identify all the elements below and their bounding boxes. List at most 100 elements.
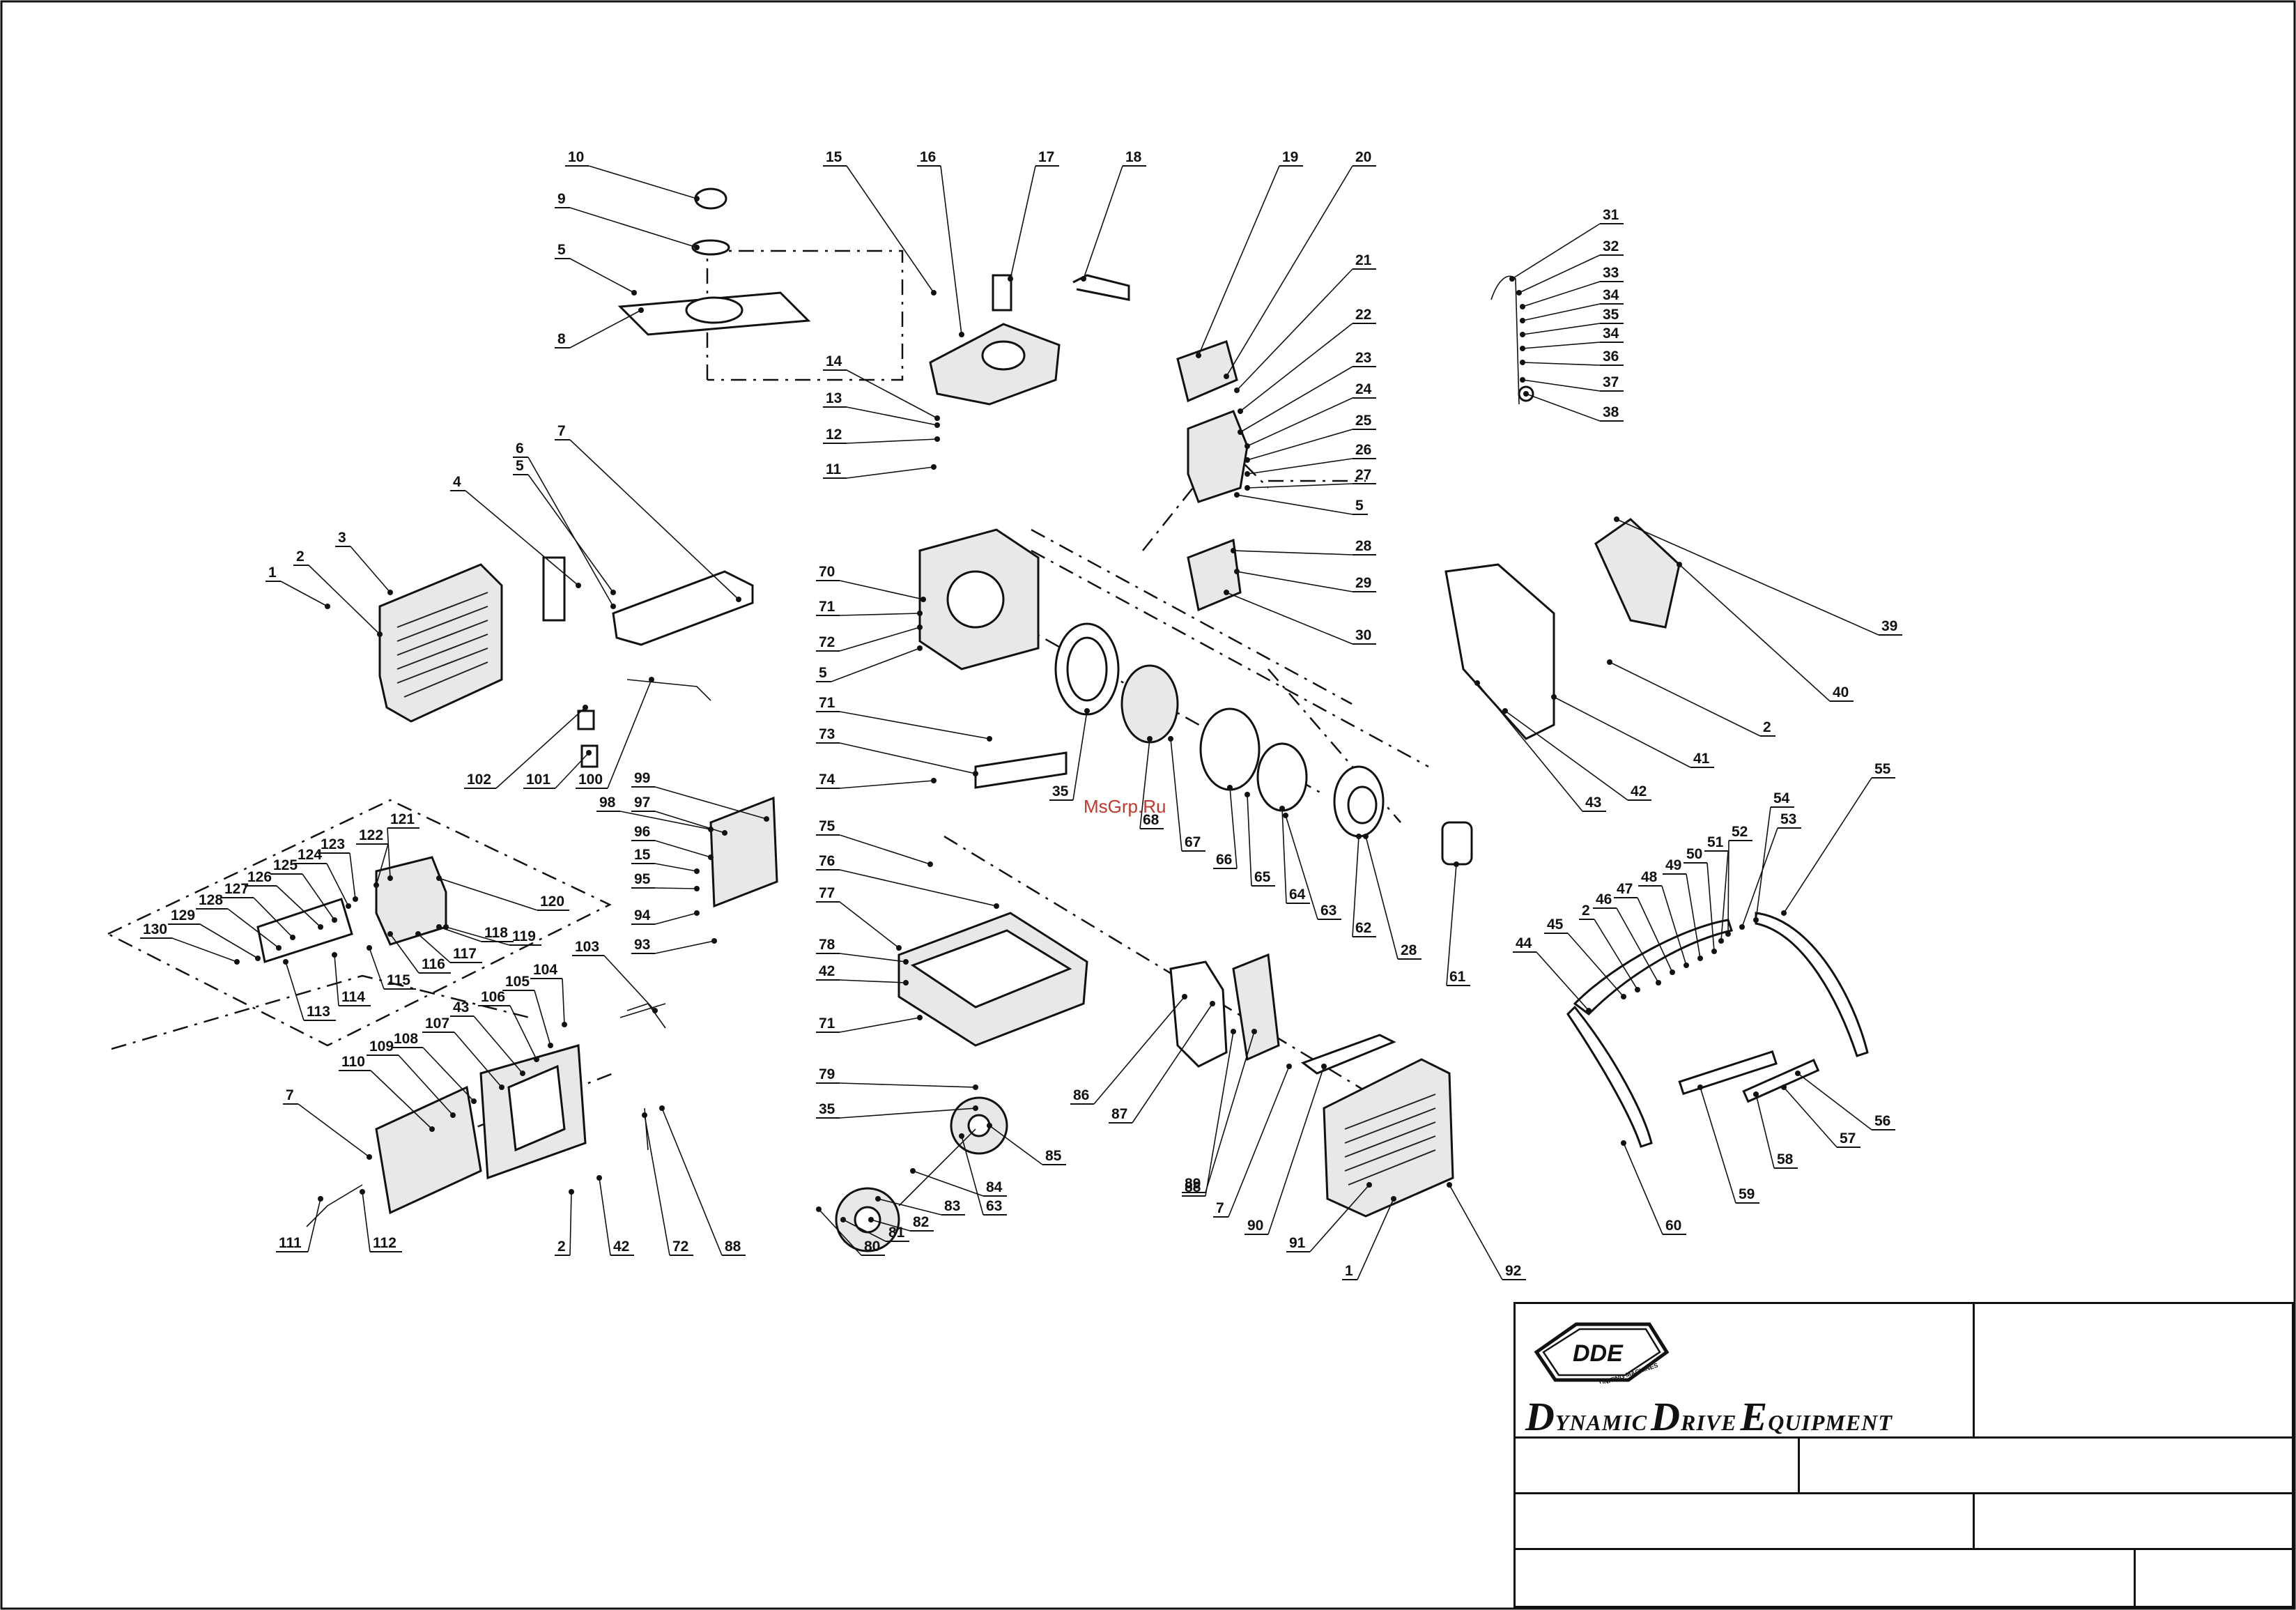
callout-leader [846,406,938,426]
callout-number: 11 [826,461,842,477]
callout-number: 70 [819,564,835,580]
callout-leader [839,834,931,865]
callout-target-dot [1502,708,1508,714]
callout-number: 119 [512,928,536,944]
callout-number: 126 [247,869,272,885]
callout-leader [390,933,419,974]
callout-number: 42 [613,1239,629,1255]
callout-72: 72 [642,1112,693,1256]
callout-89: 89 [1182,1029,1257,1193]
callout-number: 57 [1840,1130,1856,1147]
callout-number: 100 [578,772,603,788]
callout-123: 123 [318,836,358,902]
callout-leader [654,863,698,872]
callout-leader [569,1191,572,1256]
callout-63: 63 [959,1133,1007,1216]
callout-126: 126 [245,869,323,930]
callout-1: 1 [265,565,330,609]
callout-22: 22 [1238,307,1376,414]
callout-leader [1240,323,1353,412]
callout-83: 83 [875,1196,965,1216]
callout-47: 47 [1614,881,1675,975]
callout-28: 28 [1363,834,1421,960]
callout-87: 87 [1109,1001,1215,1124]
callout-leader [422,1047,475,1102]
callout-40: 40 [1677,562,1854,702]
callout-leader [912,1170,984,1197]
callout-number: 15 [634,847,651,863]
callout-71: 71 [816,1015,923,1033]
callout-number: 96 [634,824,650,840]
callout-95: 95 [631,871,700,891]
callout-number: 43 [453,999,469,1015]
callout-35: 35 [1049,708,1090,801]
callout-leader [569,258,635,293]
callout-target-dot [642,1112,647,1118]
callout-target-dot [1725,931,1731,937]
callout-16: 16 [917,149,964,337]
callout-leader [1504,710,1628,801]
callout-target-dot [917,624,923,630]
callout-number: 63 [1320,903,1336,919]
callout-114: 114 [332,952,371,1006]
callout-number: 128 [199,892,223,908]
callout-number: 23 [1355,350,1371,366]
callout-target-dot [959,1133,964,1139]
callout-number: 124 [298,847,322,863]
callout-leader [370,1070,433,1130]
callout-target-dot [415,931,421,937]
callout-target-dot [318,1196,323,1202]
callout-78: 78 [816,937,909,965]
callout-73: 73 [816,726,978,776]
callout-32: 32 [1516,238,1624,296]
callout-103: 103 [572,939,658,1013]
callout-leader [1553,696,1691,768]
callout-leader [644,1114,670,1256]
callout-leader [1522,323,1601,335]
callout-target-dot [1210,1001,1215,1006]
callout-leader [1783,777,1872,914]
callout-2: 2 [1607,659,1775,737]
callout-target-dot [1234,388,1240,393]
callout-74: 74 [816,772,937,789]
callout-target-dot [1234,569,1240,574]
callout-35: 35 [1520,307,1624,337]
callout-number: 110 [341,1054,365,1070]
company-word-1: YNAMIC [1555,1410,1648,1435]
callout-number: 7 [286,1087,294,1103]
callout-target-dot [325,604,330,609]
callout-target-dot [896,945,902,951]
callout-target-dot [387,875,393,881]
callout-76: 76 [816,853,999,909]
callout-59: 59 [1697,1084,1759,1204]
callout-number: 72 [819,634,835,650]
callout-number: 39 [1881,618,1897,634]
callout-27: 27 [1245,467,1376,491]
company-initial-1: D [1525,1394,1555,1439]
callout-18: 18 [1081,149,1146,282]
callout-leader [839,869,997,907]
callout-8: 8 [555,307,644,348]
callout-target-dot [1279,806,1285,811]
callout-leader [1285,815,1318,920]
callout-leader [839,979,907,983]
logo-text: DDE [1573,1340,1624,1367]
callout-target-dot [360,1189,365,1195]
callout-62: 62 [1352,834,1376,937]
callout-97: 97 [631,795,727,836]
callout-58: 58 [1753,1091,1798,1169]
callout-target-dot [1224,590,1229,595]
callout-leader [839,953,907,963]
callout-number: 82 [913,1214,929,1230]
callout-leader [555,752,590,789]
callout-105: 105 [502,974,553,1048]
callout-number: 93 [634,937,650,953]
callout-number: 50 [1686,846,1702,862]
callout-88: 88 [659,1105,746,1256]
callout-13: 13 [823,390,940,428]
callout-85: 85 [987,1123,1066,1165]
callout-number: 85 [1045,1148,1062,1164]
callout-target-dot [694,868,700,874]
callout-leader [1236,268,1353,391]
callout-leader [1247,429,1353,461]
